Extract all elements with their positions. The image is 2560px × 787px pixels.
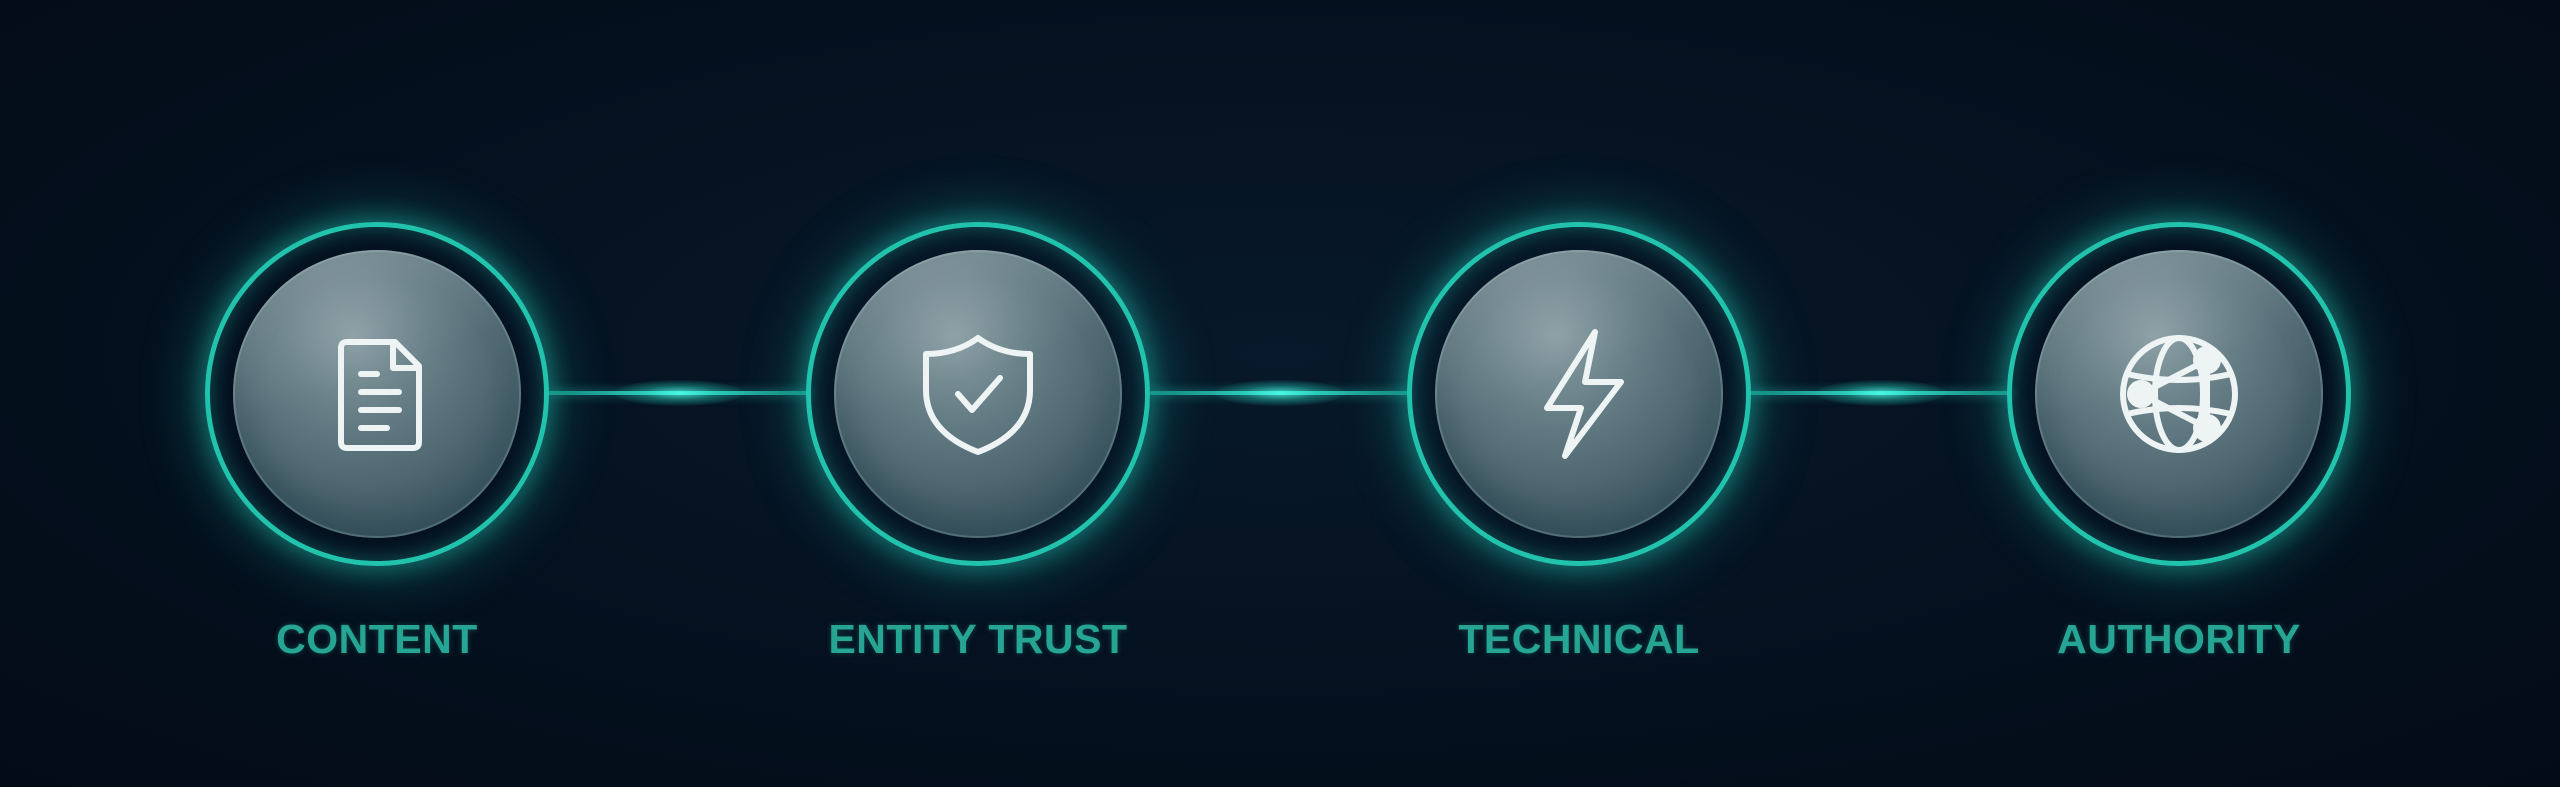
step-label-technical: TECHNICAL	[1458, 616, 1700, 662]
connector-glow	[1816, 380, 1946, 406]
disc	[1435, 250, 1723, 538]
connector-line-1	[548, 380, 810, 406]
step-node-content	[205, 222, 549, 566]
lightning-icon	[1509, 324, 1649, 464]
disc	[834, 250, 1122, 538]
document-icon	[307, 324, 447, 464]
connector-line-3	[1750, 380, 2012, 406]
ring	[806, 222, 1150, 566]
ring	[1407, 222, 1751, 566]
globe-network-icon	[2109, 324, 2249, 464]
ring	[2007, 222, 2351, 566]
step-label-authority: AUTHORITY	[2057, 616, 2301, 662]
disc	[2035, 250, 2323, 538]
step-node-entity-trust	[806, 222, 1150, 566]
connector-glow	[614, 380, 744, 406]
shield-check-icon	[908, 324, 1048, 464]
disc	[233, 250, 521, 538]
ring	[205, 222, 549, 566]
step-node-technical	[1407, 222, 1751, 566]
connector-glow	[1215, 380, 1345, 406]
step-node-authority	[2007, 222, 2351, 566]
step-label-entity-trust: ENTITY TRUST	[828, 616, 1128, 662]
connector-line-2	[1150, 380, 1410, 406]
step-label-content: CONTENT	[276, 616, 478, 662]
